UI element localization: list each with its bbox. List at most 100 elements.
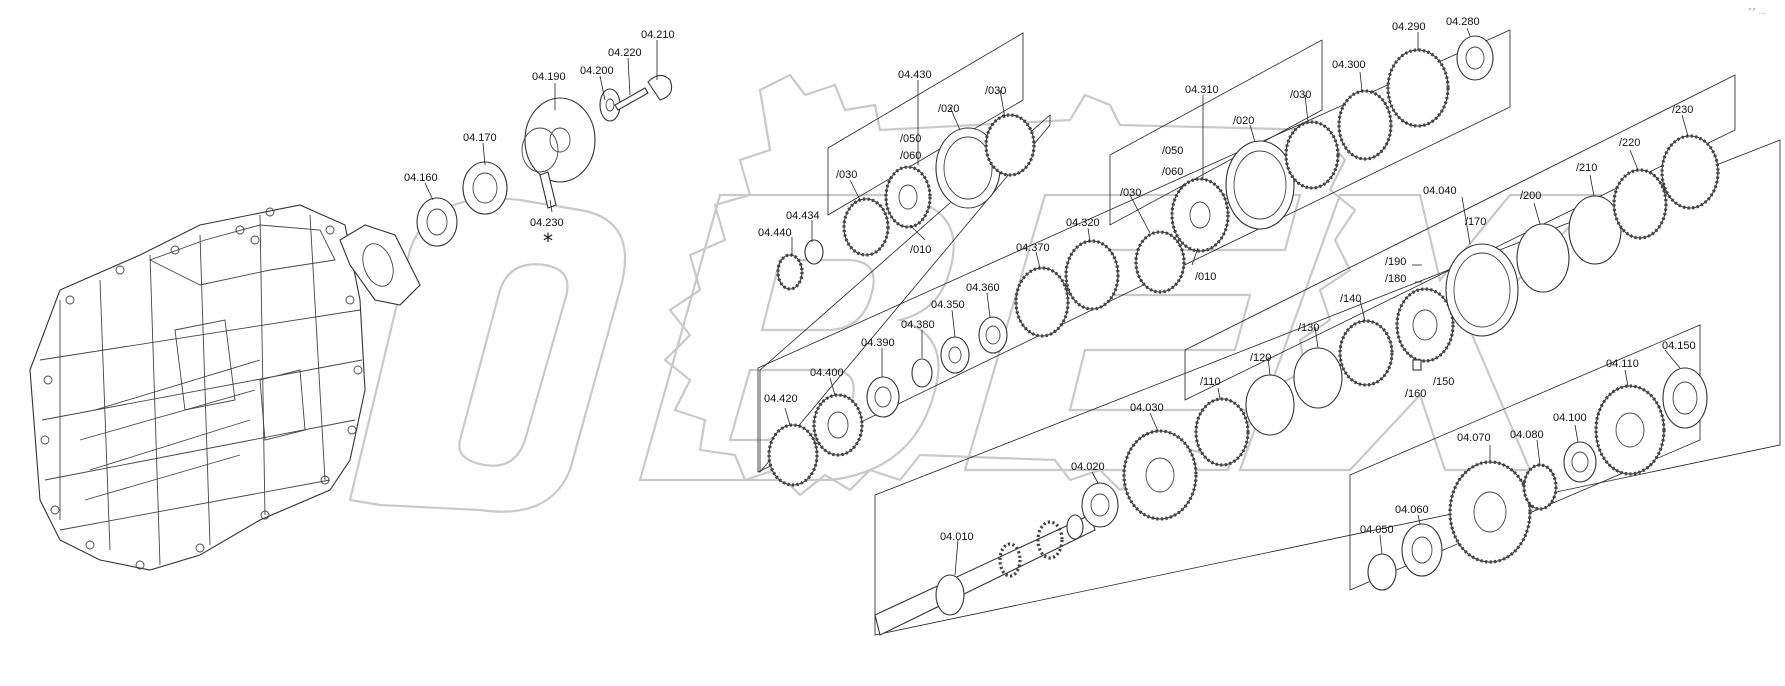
gear-04-080 (1522, 463, 1558, 511)
label-200: /200 (1520, 190, 1541, 202)
sleeve-170 (1445, 243, 1519, 337)
label-04-220: 04.220 (608, 47, 642, 59)
hub-150 (1395, 287, 1455, 363)
gear-04-290 (1386, 48, 1450, 128)
label-170: /170 (1465, 216, 1486, 228)
frame-group-04-110 (1349, 324, 1701, 591)
label-220: /220 (1619, 137, 1640, 149)
label-04-320: 04.320 (1066, 217, 1100, 229)
asterisk-mark: * (543, 229, 553, 253)
synchro-ring-g1-030-left (842, 197, 890, 257)
synchro-ring-140 (1338, 319, 1394, 387)
group-frames (757, 29, 1781, 636)
synchro-ring-110 (1194, 397, 1250, 467)
label-04-150: 04.150 (1662, 340, 1696, 352)
flange-04-190 (521, 97, 596, 183)
label-04-200: 04.200 (580, 65, 614, 77)
bearing-04-360 (978, 316, 1008, 354)
gear-04-400 (812, 393, 864, 457)
ring-120 (1245, 374, 1295, 436)
label-g1-050: /050 (900, 133, 921, 145)
label-04-030: 04.030 (1130, 402, 1164, 414)
label-04-010: 04.010 (940, 531, 974, 543)
label-04-170: 04.170 (463, 132, 497, 144)
label-120: /120 (1250, 352, 1271, 364)
housing-bolt-holes (40, 207, 363, 570)
label-04-310: 04.310 (1185, 84, 1219, 96)
label-g1-060: /060 (900, 150, 921, 162)
label-160: /160 (1405, 388, 1426, 400)
sleeve-g2-020 (1225, 140, 1295, 230)
label-g1-010: /010 (910, 244, 931, 256)
label-190: /190 (1385, 256, 1406, 268)
synchro-ring-g2-030-left (1134, 230, 1186, 294)
label-04-210: 04.210 (641, 29, 675, 41)
label-180: /180 (1385, 273, 1406, 285)
label-04-300: 04.300 (1332, 59, 1366, 71)
frame-group-04-040 (1184, 74, 1736, 401)
label-04-390: 04.390 (861, 337, 895, 349)
gear-04-370 (1014, 266, 1070, 338)
bearing-04-100 (1563, 441, 1597, 483)
gear-04-030 (1122, 429, 1198, 521)
gear-04-320 (1064, 239, 1120, 311)
hub-g1-010 (884, 165, 932, 229)
label-04-360: 04.360 (966, 282, 1000, 294)
sleeve-g1-020 (935, 127, 1001, 209)
label-04-160: 04.160 (404, 172, 438, 184)
bearing-04-390 (866, 376, 900, 418)
frame-group-04-430 (827, 32, 1024, 216)
synchro-ring-200 (1516, 223, 1570, 293)
label-04-020: 04.020 (1071, 461, 1105, 473)
hub-g2-010 (1170, 177, 1230, 253)
corner-mark: °° ... (1748, 7, 1766, 16)
label-04-100: 04.100 (1553, 412, 1587, 424)
label-04-350: 04.350 (931, 299, 965, 311)
label-g2-010: /010 (1195, 271, 1216, 283)
label-04-370: 04.370 (1016, 242, 1050, 254)
label-04-070: 04.070 (1457, 432, 1491, 444)
bearing-04-060 (1401, 523, 1443, 577)
ring-04-380 (911, 358, 933, 388)
ring-04-434 (804, 239, 824, 265)
synchro-ring-g2-030-right (1284, 120, 1340, 190)
nut-04-170 (462, 161, 508, 215)
label-04-230: 04.230 (530, 217, 564, 229)
gear-04-110 (1594, 384, 1666, 476)
label-g1-030-left: /030 (836, 169, 857, 181)
label-04-380: 04.380 (901, 319, 935, 331)
label-g1-030-top: /030 (985, 85, 1006, 97)
label-110: /110 (1200, 376, 1221, 388)
label-140: /140 (1340, 293, 1361, 305)
part-labels: 04.210 04.220 04.200 04.190 04.170 04.16… (404, 7, 1766, 543)
synchro-ring-210 (1568, 195, 1622, 265)
label-04-400: 04.400 (810, 367, 844, 379)
leader-lines (424, 27, 1689, 576)
bearing-04-020 (1081, 482, 1119, 528)
lock-plate-04-210 (647, 74, 673, 101)
bolt-04-230 (539, 171, 557, 209)
label-g2-060: /060 (1162, 166, 1183, 178)
label-210: /210 (1576, 162, 1597, 174)
ring-04-050 (1367, 553, 1397, 591)
gear-04-440 (776, 253, 804, 291)
label-04-430: 04.430 (898, 69, 932, 81)
bearing-04-280 (1456, 35, 1494, 81)
label-04-040: 04.040 (1423, 185, 1457, 197)
label-g1-020: /020 (938, 103, 959, 115)
label-g2-050: /050 (1162, 145, 1183, 157)
label-04-050: 04.050 (1360, 524, 1394, 536)
synchro-ring-04-300 (1337, 89, 1393, 161)
label-04-290: 04.290 (1392, 21, 1426, 33)
gear-04-070 (1448, 460, 1532, 564)
bearing-04-150 (1662, 367, 1708, 429)
frame-group-04-310 (1109, 39, 1323, 226)
cover-04-160-flange (339, 224, 421, 306)
label-04-434: 04.434 (786, 210, 820, 222)
label-04-440: 04.440 (758, 227, 792, 239)
gear-04-420 (767, 423, 819, 487)
mainshaft-04-010 (874, 514, 1096, 636)
label-04-420: 04.420 (764, 393, 798, 405)
label-04-190: 04.190 (532, 71, 566, 83)
bolt-04-220 (614, 87, 649, 111)
